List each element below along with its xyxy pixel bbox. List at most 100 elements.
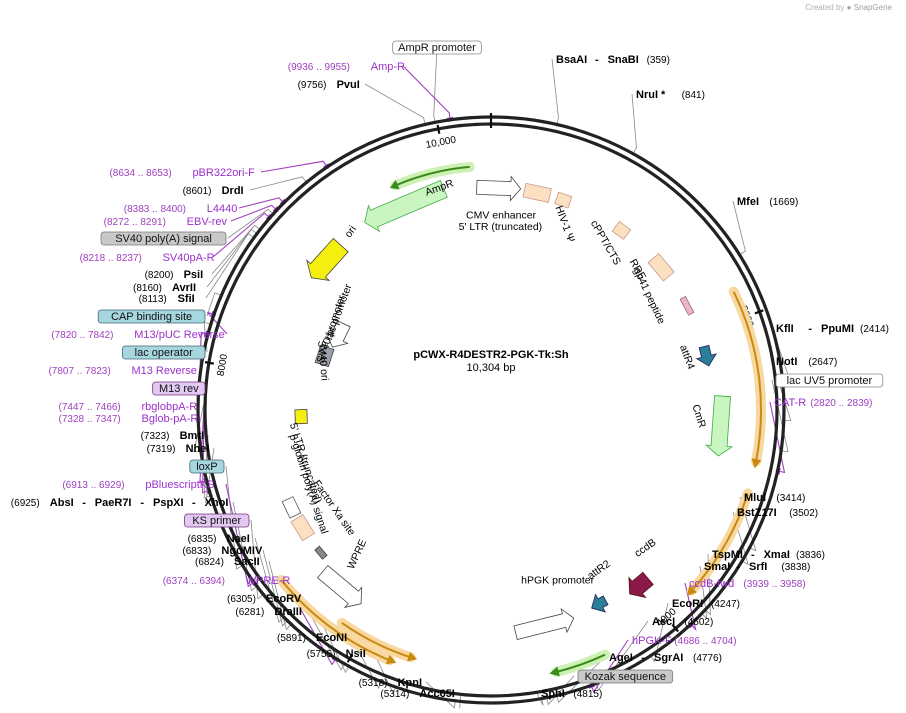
ltr-5b-block <box>290 514 316 542</box>
position-number: (2414) <box>860 324 889 335</box>
enzyme-name: PsiI <box>184 269 204 281</box>
attr2-arrow <box>591 593 609 613</box>
primer-name: Bglob-pA-R <box>142 413 199 425</box>
enzyme-name: PaeR7I <box>95 497 132 509</box>
feature-label-cmv-enhancer: CMV enhancer <box>466 209 537 221</box>
enzyme-name: DraIII <box>274 606 302 618</box>
leader-line <box>551 58 559 127</box>
position-number: (5314) <box>380 689 409 700</box>
enzyme-name: PspXI <box>153 497 184 509</box>
site-label-48: AscI(4602) <box>652 616 713 628</box>
enzyme-name: PvuI <box>337 79 360 91</box>
site-label-3: (8634 .. 8653)pBR322ori-F <box>109 167 255 179</box>
site-label-34: (5314) Acc65I <box>380 688 454 700</box>
primer-name: WPRE-R <box>246 575 291 587</box>
position-number: (8218 .. 8237) <box>80 253 142 264</box>
site-label-27: (6824)SacII <box>195 556 260 568</box>
ltr-5-block <box>522 182 552 203</box>
cmv-enhancer-arrow <box>476 175 522 202</box>
wpre-arrow <box>317 564 363 608</box>
feature-label-attr4: attR4 <box>677 343 697 371</box>
tick-mark <box>204 361 215 365</box>
enzyme-name: DrdI <box>222 185 244 197</box>
feature-tag <box>100 231 227 246</box>
site-label-15: (7807 .. 7823)M13 Reverse <box>48 365 196 377</box>
site-labels: AmpR promoter (9936 .. 9955)Amp-R (9756)Pv… <box>11 40 889 700</box>
feature-label-wpre: WPRE <box>345 538 369 572</box>
feature-label-ccdb: ccdB <box>632 536 658 559</box>
enzyme-name: MluI <box>744 492 766 504</box>
site-label-14: lac operator <box>122 345 206 360</box>
position-number: (8272 .. 8291) <box>104 217 166 228</box>
primer-name: EBV-rev <box>187 216 228 228</box>
feature-tag-text: KS primer <box>192 515 241 527</box>
enzyme-name: NruI * <box>636 89 666 101</box>
enzyme-name: AbsI <box>50 497 74 509</box>
enzyme-name: SphI <box>541 688 565 700</box>
position-number: (7820 .. 7842) <box>51 330 113 341</box>
tick-label: 10,000 <box>425 134 458 151</box>
primer-name: pBluescriptKS <box>145 479 214 491</box>
position-number: (8601) <box>183 186 212 197</box>
hpgk-promoter-arrow <box>513 607 575 640</box>
site-label-49: hPGK-F(4686 .. 4704) <box>632 635 737 647</box>
enzyme-name: KflI <box>776 323 794 335</box>
enzyme-name: XmaI <box>764 549 790 561</box>
feature-tag <box>577 669 674 684</box>
enzyme-name: - <box>736 561 740 573</box>
cmv-arc-halo <box>390 161 475 191</box>
position-number: (5891) <box>277 633 306 644</box>
enzyme-name: - <box>82 497 86 509</box>
position-number: (6374 .. 6394) <box>163 576 225 587</box>
site-label-7: SV40 poly(A) signal <box>100 231 227 246</box>
primer-name: Amp-R <box>371 61 405 73</box>
enzyme-name: SnaBI <box>608 54 639 66</box>
position-number: (7319) <box>147 444 176 455</box>
enzyme-name: BstZ17I <box>737 507 777 519</box>
enzyme-name: EcoNI <box>316 632 347 644</box>
enzyme-name: MfeI <box>737 196 759 208</box>
feature-tag-text: Kozak sequence <box>585 671 666 683</box>
site-label-33: (5318)KpnI <box>359 677 422 689</box>
beta-globin-block <box>281 496 302 519</box>
enzyme-name: NotI <box>776 356 797 368</box>
site-label-8: (8218 .. 8237)SV40pA-R <box>80 252 215 264</box>
site-label-52: SphI(4815) <box>541 688 602 700</box>
feature-tag-text: lac operator <box>135 347 193 359</box>
site-label-35: BsaAI-SnaBI(359) <box>556 54 670 66</box>
sv40-ori-block <box>294 409 308 425</box>
site-label-37: MfeI(1669) <box>737 196 798 208</box>
site-label-12: CAP binding site <box>97 309 206 324</box>
position-number: (3838) <box>781 562 810 573</box>
enzyme-name: XhoI <box>205 497 229 509</box>
site-label-42: MluI(3414) <box>744 492 805 504</box>
site-label-32: (5755)NsiI <box>307 648 366 660</box>
tick-mark <box>754 309 764 315</box>
primer-name: ccdB-fwd <box>689 578 734 590</box>
enzyme-name: - <box>641 652 645 664</box>
site-label-22: (6913 .. 6929)pBluescriptKS <box>62 479 214 491</box>
site-label-2: (9756)PvuI <box>298 79 360 91</box>
position-number: (8200) <box>145 270 174 281</box>
position-number: (841) <box>682 90 705 101</box>
site-label-39: NotI (2647) <box>776 356 837 368</box>
position-number: (2647) <box>808 357 837 368</box>
feature-tag-text: M13 rev <box>159 383 199 395</box>
site-label-23: (6925)AbsI-PaeR7I-PspXI-XhoI <box>11 497 229 509</box>
credit-brand: SnapGene <box>853 3 892 12</box>
enzyme-name: Acc65I <box>419 688 454 700</box>
feature-label-5-ltr-truncated: 5' LTR (truncated) <box>459 221 543 233</box>
site-label-1: (9936 .. 9955)Amp-R <box>288 61 405 73</box>
hpgk-arc-arrow <box>549 666 560 677</box>
ccdb-arrow <box>628 571 654 599</box>
tick-mark <box>346 653 354 663</box>
site-label-0: AmpR promoter <box>392 40 482 55</box>
enzyme-name: EcoRI <box>672 598 703 610</box>
enzyme-name: SmaI <box>704 561 730 573</box>
position-number: (4602) <box>684 617 713 628</box>
site-label-43: BstZ17I(3502) <box>737 507 818 519</box>
leader-line <box>433 46 438 125</box>
cmv-arc <box>395 165 470 187</box>
primer-name: M13/pUC Reverse <box>134 329 224 341</box>
